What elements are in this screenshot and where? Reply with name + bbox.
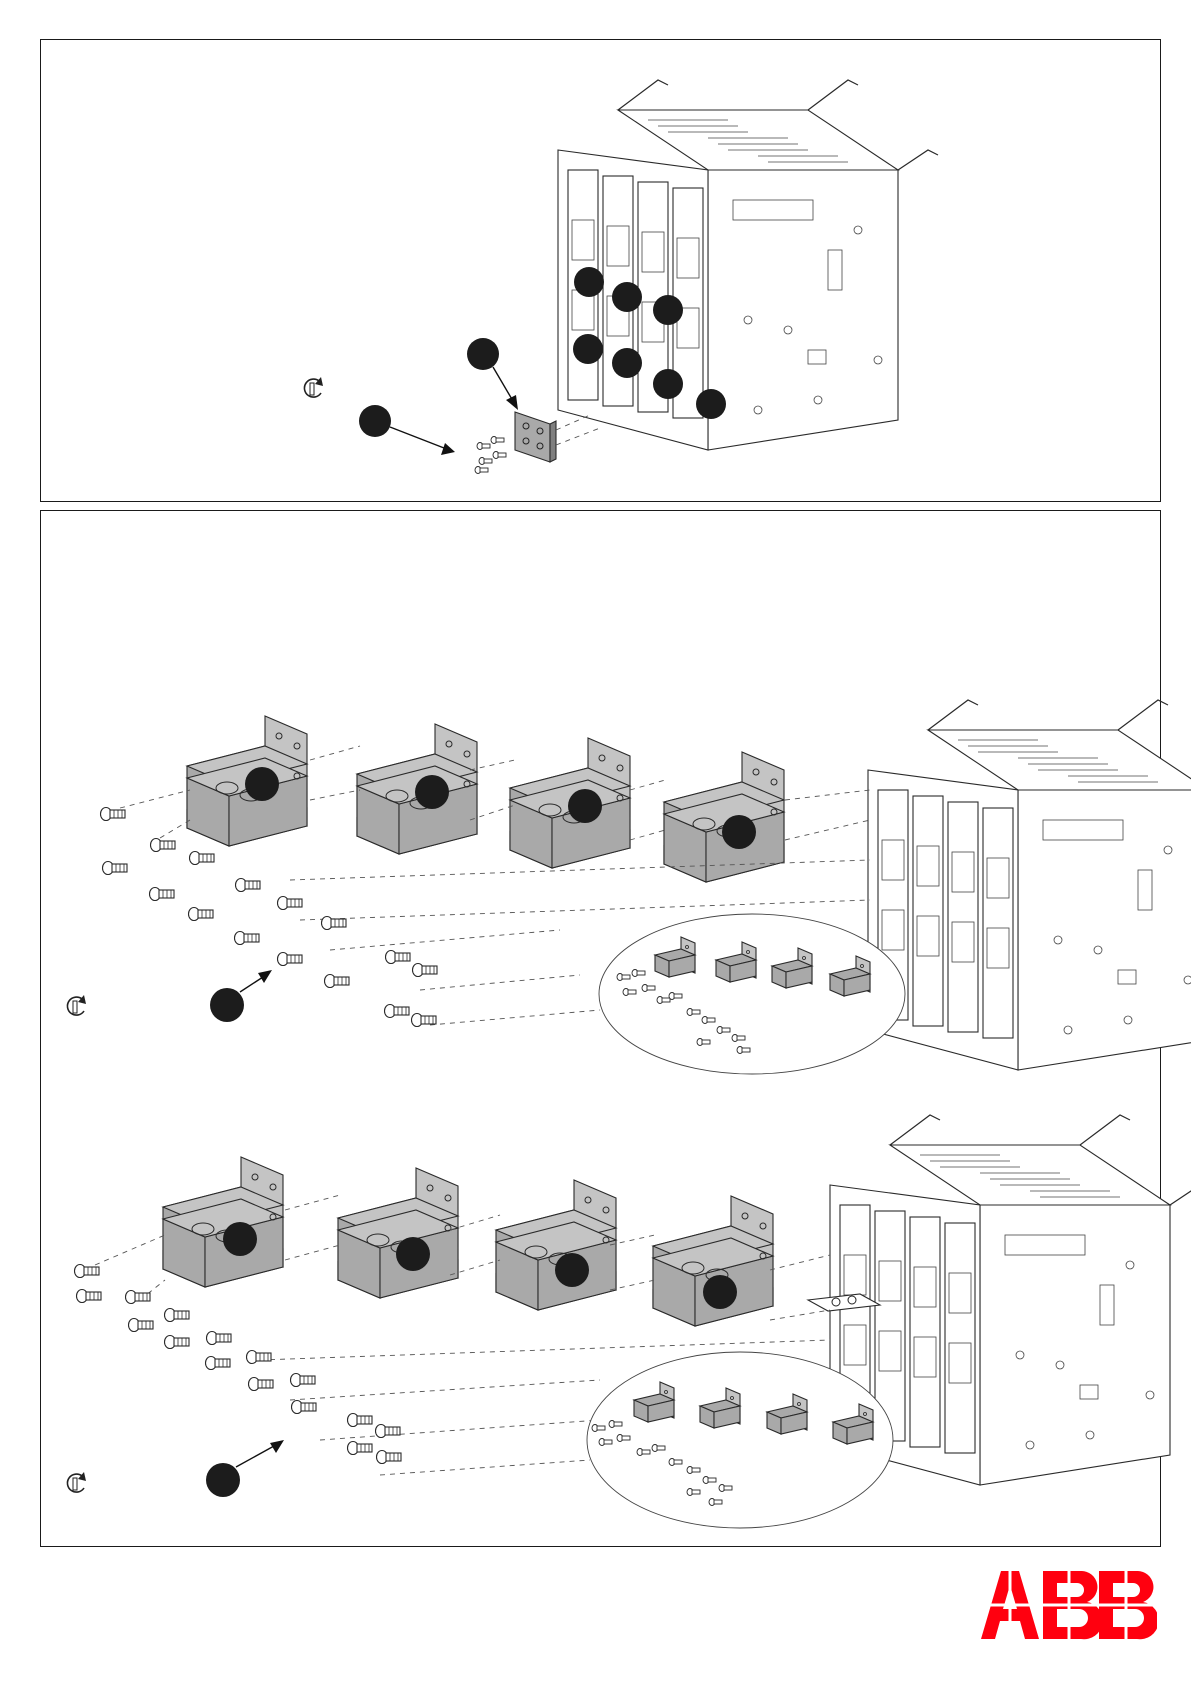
- rotate-tighten-icon: [67, 995, 86, 1015]
- terminal-marker: [396, 1237, 430, 1271]
- callout-dot: [210, 988, 244, 1022]
- terminal-marker: [612, 282, 642, 312]
- screw-set-top: [475, 437, 506, 474]
- terminal-marker: [703, 1275, 737, 1309]
- middle-brackets: [187, 716, 784, 882]
- detail-inset-lower: [587, 1352, 893, 1528]
- terminal-marker: [696, 389, 726, 419]
- terminal-marker: [653, 369, 683, 399]
- screw-set-lower: [75, 1265, 402, 1464]
- abb-logo: [981, 1571, 1157, 1641]
- rotate-tighten-icon: [304, 377, 323, 397]
- detail-inset-middle: [599, 914, 905, 1074]
- terminal-marker: [555, 1253, 589, 1287]
- middle-breaker-assembly: [868, 700, 1191, 1070]
- rotate-tighten-icon: [67, 1472, 86, 1492]
- terminal-marker: [245, 767, 279, 801]
- terminal-plate: [515, 412, 556, 462]
- callout-dot: [467, 338, 499, 370]
- terminal-marker: [612, 348, 642, 378]
- callout-dot: [206, 1463, 240, 1497]
- callout-dot: [359, 405, 391, 437]
- top-breaker-assembly: [558, 80, 938, 450]
- terminal-marker: [223, 1222, 257, 1256]
- terminal-marker: [653, 295, 683, 325]
- terminal-marker: [568, 789, 602, 823]
- terminal-marker: [722, 815, 756, 849]
- terminal-marker: [573, 334, 603, 364]
- terminal-marker: [574, 267, 604, 297]
- terminal-marker: [415, 775, 449, 809]
